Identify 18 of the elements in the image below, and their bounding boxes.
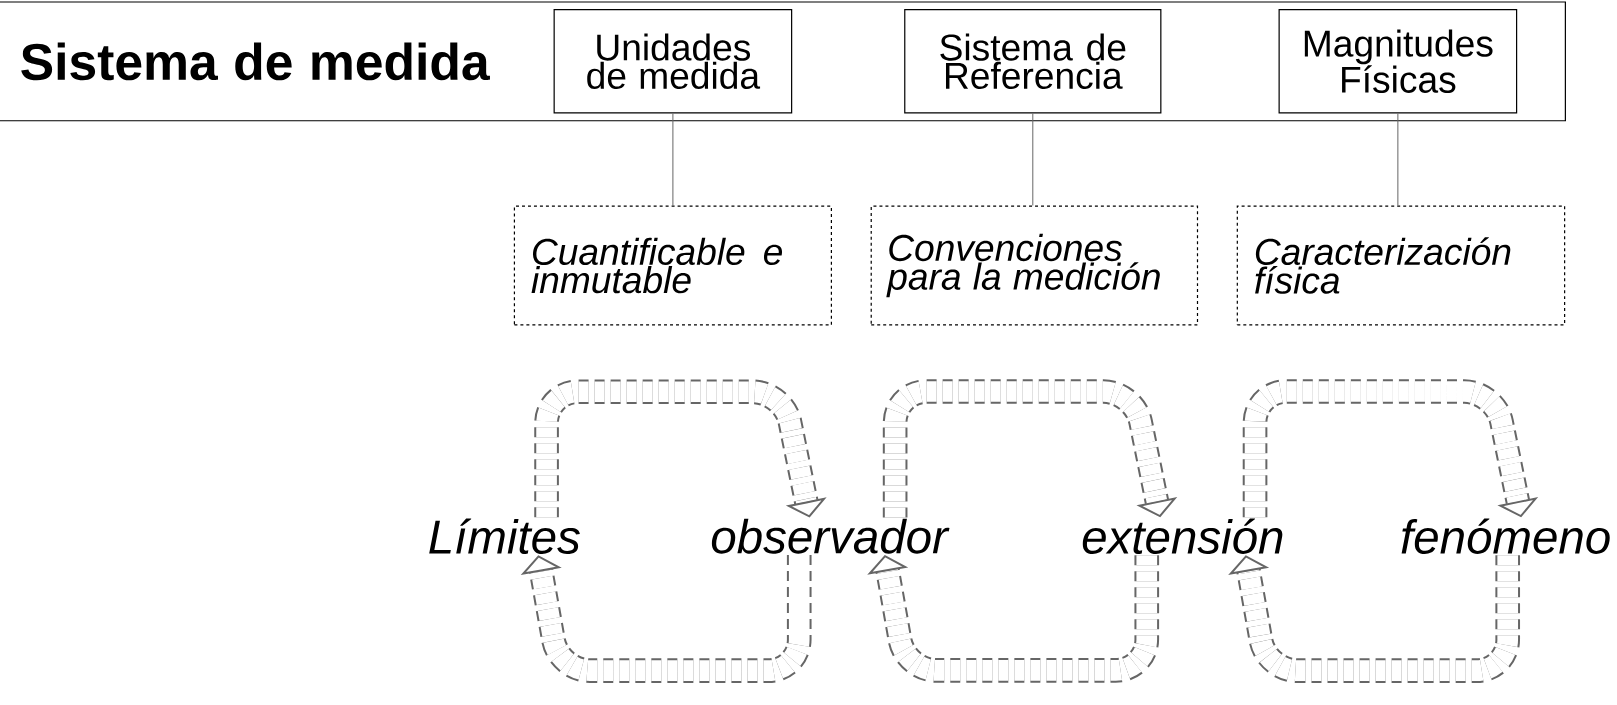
connector-line (672, 112, 674, 206)
curved-arrow (1242, 379, 1539, 518)
concept-box: Sistema de Referencia (904, 8, 1162, 114)
description-box: Convenciones para la medición (870, 205, 1199, 326)
keyword-label: Límites (429, 518, 580, 554)
curved-arrow (1228, 555, 1521, 683)
concept-box: Magnitudes Físicas (1278, 8, 1518, 114)
curved-arrow (520, 554, 812, 683)
keyword-label: fenómeno (1401, 518, 1610, 554)
connector-line (1032, 112, 1034, 206)
description-box: Caracterización física (1236, 205, 1566, 326)
keyword-label: extensión (1082, 518, 1283, 554)
keyword-label: observador (711, 518, 950, 554)
concept-box: Unidades de medida (553, 8, 793, 114)
curved-arrow (534, 379, 827, 518)
curved-arrow (882, 379, 1178, 518)
description-box: Cuantificable e inmutable (513, 205, 832, 326)
connector-line (1397, 112, 1399, 206)
